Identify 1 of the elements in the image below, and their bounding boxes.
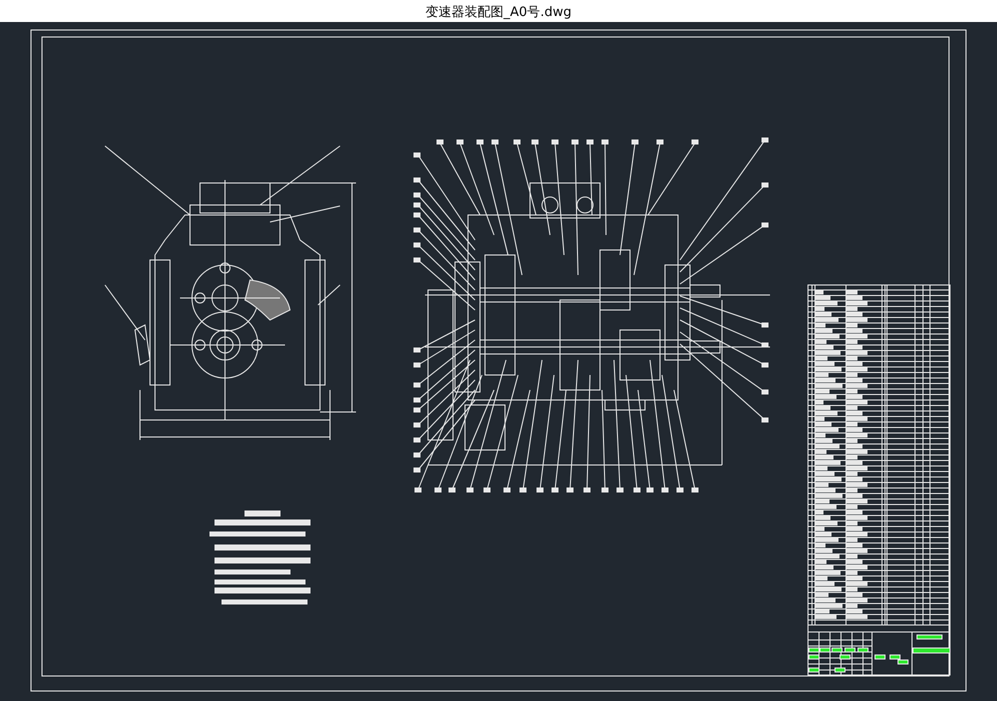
window-title: 变速器装配图_A0号.dwg bbox=[424, 4, 572, 21]
